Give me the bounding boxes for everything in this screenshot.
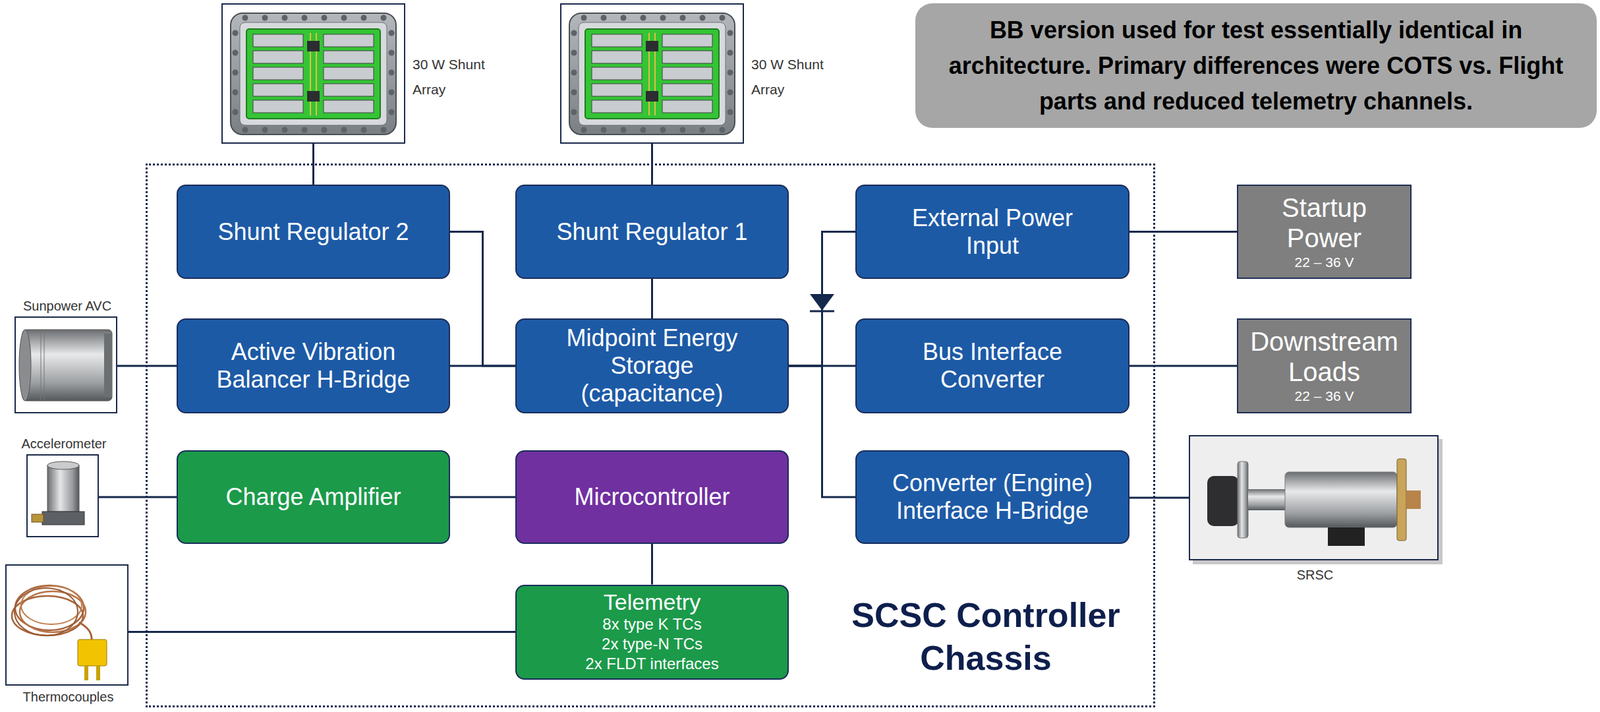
thermocouple-drawing <box>77 639 107 666</box>
thermocouple-drawing <box>14 587 78 636</box>
node-sublabel: 22 – 36 V <box>1294 386 1355 405</box>
process-box: Shunt Regulator 1 <box>515 184 789 279</box>
process-box: Midpoint Energy Storage (capacitance) <box>515 318 789 414</box>
node-label: Telemetry <box>603 589 701 615</box>
srsc-photo <box>1327 527 1365 546</box>
picture-frame: Accelerometer <box>26 454 99 538</box>
connector-line <box>788 231 856 367</box>
srsc-photo <box>1248 488 1286 511</box>
note-box: BB version used for test essentially ide… <box>915 3 1597 128</box>
process-box: Bus Interface Converter <box>855 318 1130 414</box>
connector-line <box>1129 365 1237 368</box>
avc-drawing <box>19 329 31 401</box>
srsc-photo <box>1285 471 1398 528</box>
shunt-array-drawing <box>230 13 397 135</box>
node-sublabel: 22 – 36 V <box>1294 253 1355 271</box>
picture-frame: 30 W Shunt Array <box>221 3 406 144</box>
node-label: 30 W Shunt Array <box>412 52 499 103</box>
signal-box: Charge Amplifier <box>176 450 451 544</box>
node-sublabel: 2x FLDT interfaces <box>585 653 719 674</box>
node-sublabel: 8x type K TCs <box>602 614 702 634</box>
node-label: SCSC Controller Chassis <box>801 593 1171 680</box>
avc-drawing <box>44 330 45 400</box>
avc-drawing <box>19 329 113 401</box>
label-holder: SCSC Controller Chassis <box>801 593 1171 680</box>
srsc-photo <box>1190 436 1443 565</box>
node-label: Active Vibration Balancer H-Bridge <box>188 338 439 394</box>
accelerometer-drawing <box>42 511 85 525</box>
node-label: Startup Power <box>1246 192 1402 254</box>
srsc-photo <box>1190 436 1438 559</box>
connector-line <box>651 543 654 585</box>
node-label: Shunt Regulator 2 <box>217 218 409 246</box>
connector-line <box>450 365 516 368</box>
connector-line <box>128 630 516 633</box>
node-label: SRSC <box>1190 566 1440 583</box>
srsc-photo <box>1406 490 1421 509</box>
connector-line <box>788 365 856 497</box>
label-holder: SRSC <box>1190 566 1440 583</box>
external-box: Startup Power22 – 36 V <box>1236 184 1412 279</box>
connector-line <box>1129 496 1189 499</box>
connector-line <box>98 496 177 499</box>
srsc-photo <box>1397 458 1407 541</box>
external-box: Downstream Loads22 – 36 V <box>1236 318 1412 414</box>
node-label: Bus Interface Converter <box>893 338 1092 394</box>
node-label: 30 W Shunt Array <box>751 52 837 103</box>
node-label: External Power Input <box>893 204 1092 260</box>
connector-line <box>1129 230 1237 233</box>
connector-line <box>450 496 516 499</box>
thermocouple-drawing <box>11 595 84 636</box>
avc-drawing <box>40 330 42 400</box>
process-box: Active Vibration Balancer H-Bridge <box>176 318 451 414</box>
shunt-array-drawing <box>569 13 735 135</box>
process-box: Converter (Engine) Interface H-Bridge <box>855 450 1130 544</box>
node-sublabel: 2x type-N TCs <box>601 633 703 654</box>
avc-drawing <box>22 329 113 401</box>
node-label: Converter (Engine) Interface H-Bridge <box>867 469 1118 525</box>
node-label: Sunpower AVC <box>0 297 145 314</box>
accelerometer-drawing <box>31 514 44 522</box>
picture-frame: Sunpower AVC <box>14 316 118 414</box>
srsc-photo <box>1207 475 1239 526</box>
srsc-photo <box>1237 461 1249 538</box>
picture-frame: Thermocouples <box>5 564 129 686</box>
node-label: Charge Amplifier <box>225 483 401 511</box>
node-label: Accelerometer <box>1 435 127 452</box>
thermocouple-drawing <box>96 665 101 681</box>
label-holder: 30 W Shunt Array <box>412 52 499 103</box>
process-box: External Power Input <box>855 184 1130 279</box>
thermocouple-drawing <box>79 622 92 641</box>
label-holder: 30 W Shunt Array <box>751 52 837 103</box>
thermocouple-drawing <box>19 591 86 632</box>
node-label: Downstream Loads <box>1243 326 1405 387</box>
node-label: Microcontroller <box>573 483 730 511</box>
thermocouple-drawing <box>11 585 107 681</box>
node-label: Shunt Regulator 1 <box>556 218 748 246</box>
thermocouple-drawing <box>84 665 89 681</box>
chassis-boundary: SCSC Controller ChassisShunt Regulator 2… <box>145 163 1156 708</box>
process-box: Shunt Regulator 2 <box>176 184 451 279</box>
signal-box: Telemetry8x type K TCs2x type-N TCs2x FL… <box>515 584 789 680</box>
avc-drawing <box>104 333 113 397</box>
label-holder: Accelerometer <box>1 435 127 452</box>
label-holder: Thermocouples <box>1 688 136 705</box>
connector-line <box>651 278 654 319</box>
controller-box: Microcontroller <box>515 450 789 544</box>
node-label: Midpoint Energy Storage (capacitance) <box>553 324 752 407</box>
picture-frame: 30 W Shunt Array <box>560 3 744 144</box>
label-holder: Sunpower AVC <box>0 297 145 314</box>
node-label: Thermocouples <box>1 688 136 705</box>
accelerometer-drawing <box>47 465 80 512</box>
accelerometer-drawing <box>47 461 80 470</box>
picture-frame: SRSC <box>1188 434 1439 561</box>
accelerometer-drawing <box>31 461 85 525</box>
connector-line <box>450 231 516 367</box>
node-label: BB version used for test essentially ide… <box>928 12 1584 120</box>
